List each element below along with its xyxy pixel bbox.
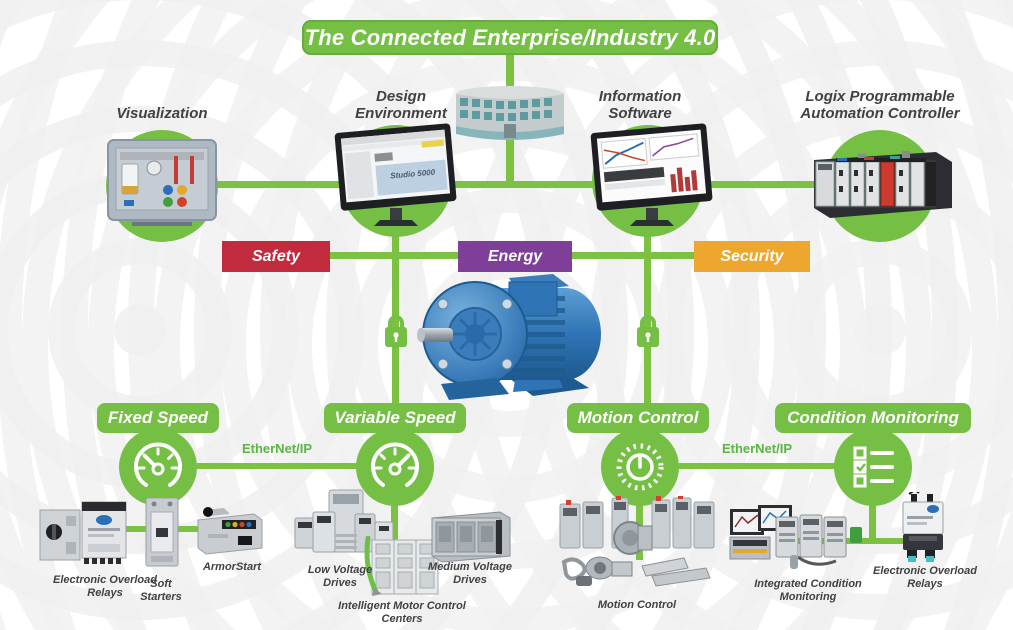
connector-top-row [160, 181, 878, 188]
condition-product-label-relays: Electronic Overload Relays [873, 565, 977, 590]
checklist-icon [853, 446, 894, 488]
soft-starters-image [142, 496, 182, 570]
variable-product-label-mcc: Intelligent Motor Control Centers [338, 600, 466, 625]
gauge-low-icon [134, 442, 182, 487]
safety-banner: Safety [222, 241, 330, 272]
headquarters-building-image [452, 84, 568, 148]
motion-control-node-circle [601, 428, 679, 506]
security-banner: Security [694, 241, 810, 272]
motion-product-label: Motion Control [597, 599, 677, 611]
electric-motor-image [413, 272, 613, 400]
condition-monitoring-banner: Condition Monitoring [775, 403, 971, 433]
electronic-overload-relay-single-image [893, 492, 957, 564]
fixed-product-label-armorstart: ArmorStart [202, 561, 262, 573]
connector-design-down [392, 236, 399, 406]
lock-icon [634, 312, 662, 350]
design-screen-text: Studio 5000 [390, 168, 436, 181]
variable-product-label-mv: Medium Voltage Drives [428, 561, 512, 586]
title-banner: The Connected Enterprise/Industry 4.0 [302, 20, 718, 55]
fixed-speed-node-circle [119, 428, 197, 506]
design-monitor-image: Studio 5000 [328, 122, 464, 234]
fixed-product-label-softstarters: Soft Starters [140, 578, 182, 603]
variable-product-label-lv: Low Voltage Drives [307, 564, 373, 589]
integrated-condition-monitoring-image [728, 503, 880, 573]
intelligent-mcc-image [362, 536, 442, 598]
controller-rack-image [806, 142, 956, 224]
connector-ethernet-left [197, 463, 357, 469]
motion-control-products-image [556, 496, 724, 594]
energy-banner: Energy [458, 241, 572, 272]
information-software-label: Information Software [598, 88, 682, 122]
condition-product-label-icm: Integrated Condition Monitoring [754, 578, 862, 603]
gauge-high-icon [371, 442, 419, 487]
connector-ethernet-right [679, 463, 835, 469]
hmi-panel-image [102, 138, 222, 230]
fixed-product-label-relays: Electronic Overload Relays [53, 574, 157, 599]
variable-speed-node-circle [356, 428, 434, 506]
ethernet-label-right: EtherNet/IP [721, 441, 793, 456]
page-title: The Connected Enterprise/Industry 4.0 [304, 24, 716, 50]
visualization-label: Visualization [116, 105, 208, 122]
logix-pac-label: Logix Programmable Automation Controller [800, 88, 960, 122]
connector-condition-down [869, 504, 876, 544]
connector-variable-down [391, 504, 398, 548]
design-environment-label: Design Environment [355, 88, 447, 122]
condition-monitoring-node-circle [834, 428, 912, 506]
lock-icon [382, 312, 410, 350]
knob-icon [616, 443, 664, 491]
medium-voltage-drives-image [430, 508, 512, 566]
armorstart-image [196, 504, 264, 558]
information-monitor-image [584, 122, 720, 234]
ethernet-label-left: EtherNet/IP [241, 441, 313, 456]
electronic-overload-relays-image [38, 500, 130, 566]
